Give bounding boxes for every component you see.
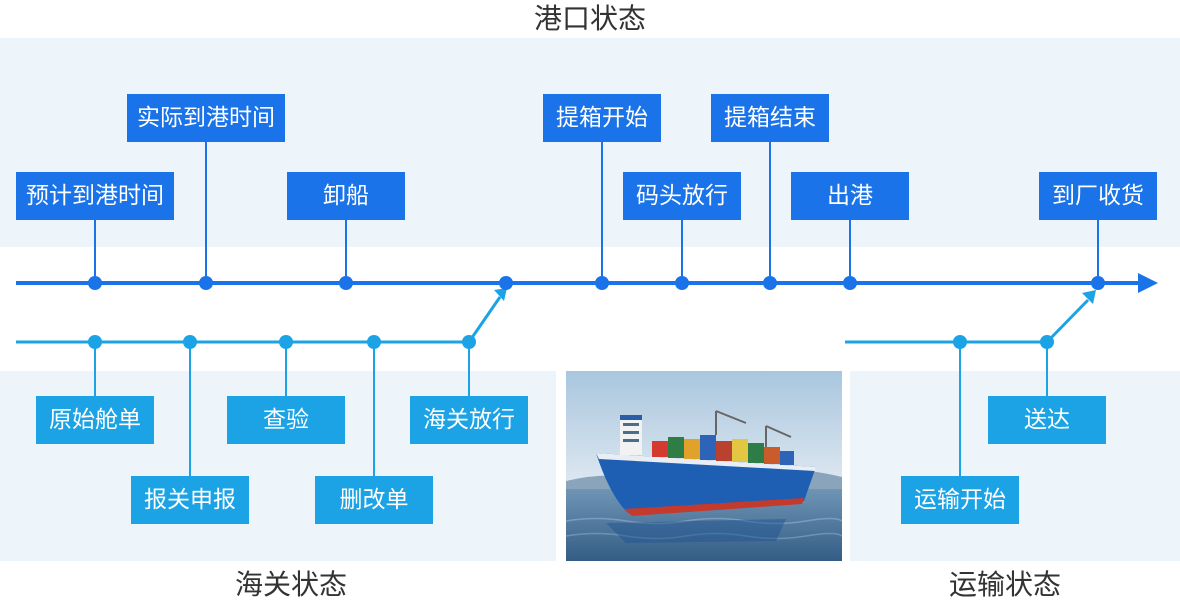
dot-delivered	[1040, 335, 1054, 349]
dot-unload	[339, 276, 353, 290]
event-terminal-release: 码头放行	[623, 172, 741, 220]
event-inspection: 查验	[227, 396, 345, 444]
dot-factory-receive	[1091, 276, 1105, 290]
dot-original-manifest	[88, 335, 102, 349]
customs-status-title: 海关状态	[234, 568, 348, 601]
event-declaration: 报关申报	[131, 476, 249, 524]
event-eta: 预计到港时间	[16, 172, 174, 220]
event-depart: 出港	[791, 172, 909, 220]
transport-merge-arrowhead	[1082, 290, 1096, 304]
event-customs-release: 海关放行	[410, 396, 528, 444]
port-timeline-arrow	[1138, 273, 1158, 293]
dot-delete-modify	[367, 335, 381, 349]
event-transport-start: 运输开始	[901, 476, 1019, 524]
event-pickup-end: 提箱结束	[711, 94, 829, 142]
event-factory-receive: 到厂收货	[1039, 172, 1157, 220]
container-ship-image	[566, 371, 842, 561]
customs-merge-arrow	[467, 296, 502, 343]
transport-merge-arrow	[1045, 298, 1090, 344]
customs-merge-arrowhead	[494, 288, 507, 301]
dot-terminal-release	[675, 276, 689, 290]
transport-status-title: 运输状态	[948, 568, 1062, 601]
dot-customs-merge	[499, 276, 513, 290]
event-unload: 卸船	[287, 172, 405, 220]
event-original-manifest: 原始舱单	[36, 396, 154, 444]
dot-pickup-start	[595, 276, 609, 290]
event-ata: 实际到港时间	[127, 94, 285, 142]
dot-inspection	[279, 335, 293, 349]
event-delete-modify: 删改单	[315, 476, 433, 524]
dot-customs-release	[462, 335, 476, 349]
dot-declaration	[183, 335, 197, 349]
dot-eta	[88, 276, 102, 290]
dot-transport-start	[953, 335, 967, 349]
dot-pickup-end	[763, 276, 777, 290]
event-delivered: 送达	[988, 396, 1106, 444]
dot-ata	[199, 276, 213, 290]
port-status-title: 港口状态	[533, 2, 647, 35]
event-pickup-start: 提箱开始	[543, 94, 661, 142]
port-status-band	[0, 38, 1180, 247]
dot-depart	[843, 276, 857, 290]
